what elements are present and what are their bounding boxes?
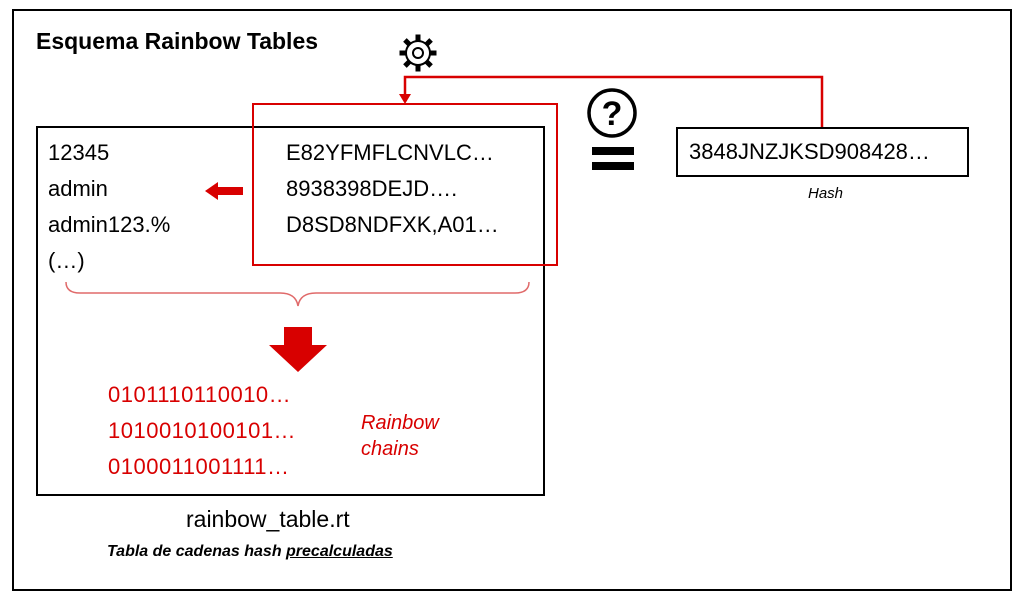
- diagram-frame: [12, 9, 1012, 591]
- rainbow-chains-label: Rainbow chains: [361, 410, 439, 462]
- hash-item: D8SD8NDFXK,A01…: [286, 212, 499, 237]
- file-name: rainbow_table.rt: [186, 506, 350, 532]
- plaintext-item: (…): [48, 248, 85, 273]
- caption: Tabla de cadenas hash precalculadas: [107, 543, 393, 561]
- hash-item: 8938398DEJD….: [286, 176, 458, 201]
- hash-label: Hash: [808, 185, 844, 202]
- caption-prefix: Tabla de cadenas hash: [107, 543, 287, 560]
- caption-emphasis: precalculadas: [286, 543, 393, 560]
- plaintext-item: admin123.%: [48, 212, 171, 237]
- chain-item: 1010010100101…: [108, 418, 297, 443]
- plaintext-item: 12345: [48, 140, 110, 165]
- hash-item: E82YFMFLCNVLC…: [286, 140, 494, 165]
- plaintext-item: admin: [48, 176, 108, 201]
- rainbow-label-line: Rainbow: [361, 412, 439, 434]
- chain-item: 0101110110010…: [108, 382, 292, 407]
- rainbow-label-line: chains: [361, 438, 419, 460]
- target-hash-box: 3848JNZJKSD908428…: [676, 127, 969, 177]
- chain-item: 0100011001111…: [108, 454, 290, 479]
- diagram-title: Esquema Rainbow Tables: [36, 28, 319, 54]
